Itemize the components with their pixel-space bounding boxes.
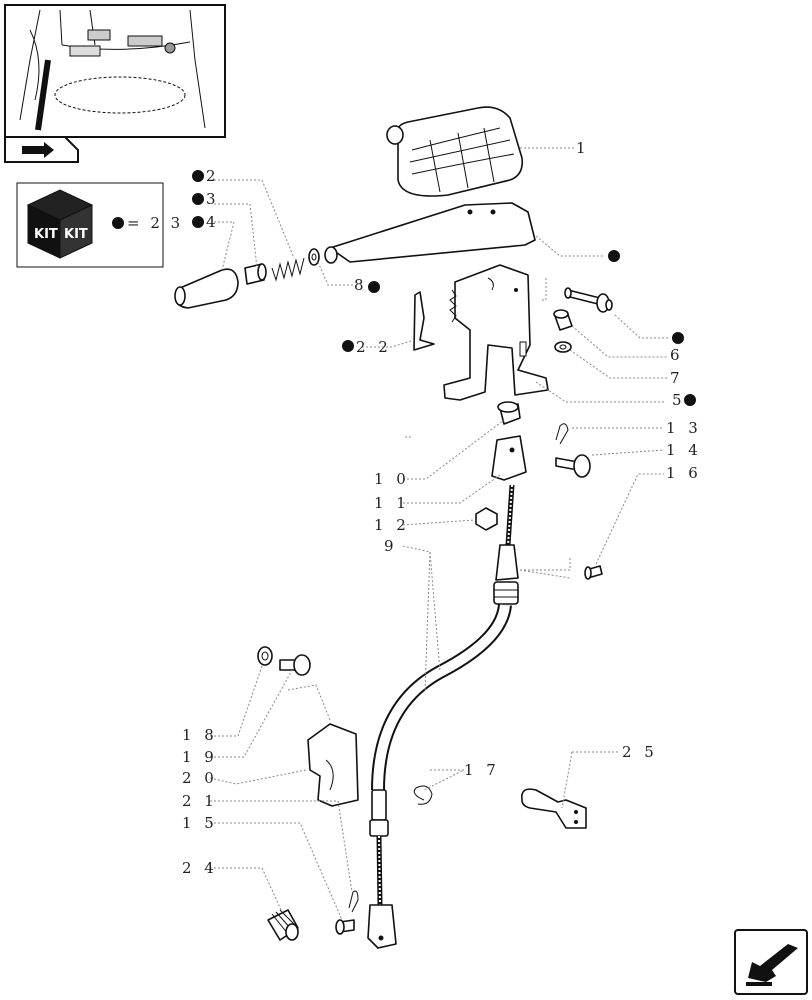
part-5-ratchet-bracket[interactable] [443, 264, 549, 401]
part-12-nut[interactable] [475, 507, 498, 531]
part-21-clip[interactable] [348, 890, 359, 913]
callout-10[interactable]: 1 0 [374, 470, 410, 488]
callout-16[interactable]: 1 6 [666, 464, 702, 482]
callout-14[interactable]: 1 4 [666, 441, 702, 459]
callout-labels: 1 2 3 4 8 6 7 5 2 2 1 3 1 4 1 6 1 0 1 1 … [182, 139, 702, 877]
callout-20[interactable]: 2 0 [182, 769, 218, 787]
marker-dot-pin [672, 332, 684, 344]
callout-6[interactable]: 6 [670, 346, 684, 364]
marker-dot-4 [192, 216, 204, 228]
arrow-icon [748, 944, 798, 982]
marker-dot-3 [192, 193, 204, 205]
callout-22[interactable]: 2 2 [356, 338, 392, 356]
part-15-pin[interactable] [335, 919, 355, 935]
part-3-sleeve[interactable] [244, 263, 267, 285]
part-1-boot[interactable] [386, 106, 524, 197]
part-20-bracket[interactable] [307, 723, 359, 807]
marker-dot-8 [368, 281, 380, 293]
callout-18[interactable]: 1 8 [182, 726, 218, 744]
part-7-washer[interactable] [554, 341, 572, 353]
callout-25[interactable]: 2 5 [622, 743, 658, 761]
part-10-bushing[interactable] [497, 401, 521, 425]
marker-dot-lever [608, 250, 620, 262]
kit-marker-dot [112, 217, 124, 229]
callout-13[interactable]: 1 3 [666, 419, 702, 437]
part-14-pin[interactable] [555, 454, 591, 478]
part-13-clip[interactable] [555, 423, 569, 445]
part-6-bolt[interactable] [553, 309, 573, 331]
kit-box: KIT KIT = 2 3 [16, 182, 183, 268]
callout-11[interactable]: 1 1 [374, 494, 410, 512]
callout-1[interactable]: 1 [576, 139, 590, 157]
callout-4[interactable]: 4 [206, 213, 220, 231]
part-22-clip[interactable] [413, 291, 435, 351]
part-19-bolt[interactable] [279, 654, 311, 676]
part-16-bolt[interactable] [584, 565, 603, 580]
callout-5[interactable]: 5 [672, 391, 686, 409]
callout-15[interactable]: 1 5 [182, 814, 218, 832]
leader-lines [209, 147, 668, 921]
callout-3[interactable]: 3 [206, 190, 220, 208]
part-lever-arm[interactable] [324, 202, 536, 264]
kit-cube-icon: KIT KIT [26, 189, 94, 259]
callout-9[interactable]: 9 [384, 537, 398, 555]
part-17-clip[interactable] [413, 785, 433, 805]
part-2-spring[interactable] [271, 257, 305, 282]
part-18-washer[interactable] [257, 646, 273, 666]
kit-equals-label: = 2 3 [127, 214, 183, 232]
callout-24[interactable]: 2 4 [182, 859, 218, 877]
callout-19[interactable]: 1 9 [182, 748, 218, 766]
marker-dot-2 [192, 170, 204, 182]
part-25-pipe-clip[interactable] [520, 788, 587, 829]
callout-17[interactable]: 1 7 [464, 761, 500, 779]
part-11-clevis[interactable] [491, 435, 527, 481]
callout-7[interactable]: 7 [670, 369, 684, 387]
part-4-knob[interactable] [174, 268, 239, 309]
marker-dot-5 [684, 394, 696, 406]
callout-8[interactable]: 8 [354, 276, 368, 294]
nav-tab-icon[interactable] [4, 136, 79, 163]
callout-2[interactable]: 2 [206, 167, 220, 185]
back-arrow-button[interactable] [734, 929, 808, 995]
kit-markers [192, 170, 696, 406]
callout-21[interactable]: 2 1 [182, 792, 218, 810]
part-8-washer[interactable] [308, 248, 320, 266]
kit-box-text-2: KIT [64, 227, 88, 242]
location-thumbnail[interactable] [4, 4, 226, 138]
part-24-plug[interactable] [267, 909, 299, 941]
part-pin[interactable] [564, 287, 613, 313]
kit-box-text-1: KIT [34, 227, 58, 242]
callout-12[interactable]: 1 2 [374, 516, 410, 534]
part-9-cable[interactable] [367, 484, 519, 949]
marker-dot-22 [342, 340, 354, 352]
